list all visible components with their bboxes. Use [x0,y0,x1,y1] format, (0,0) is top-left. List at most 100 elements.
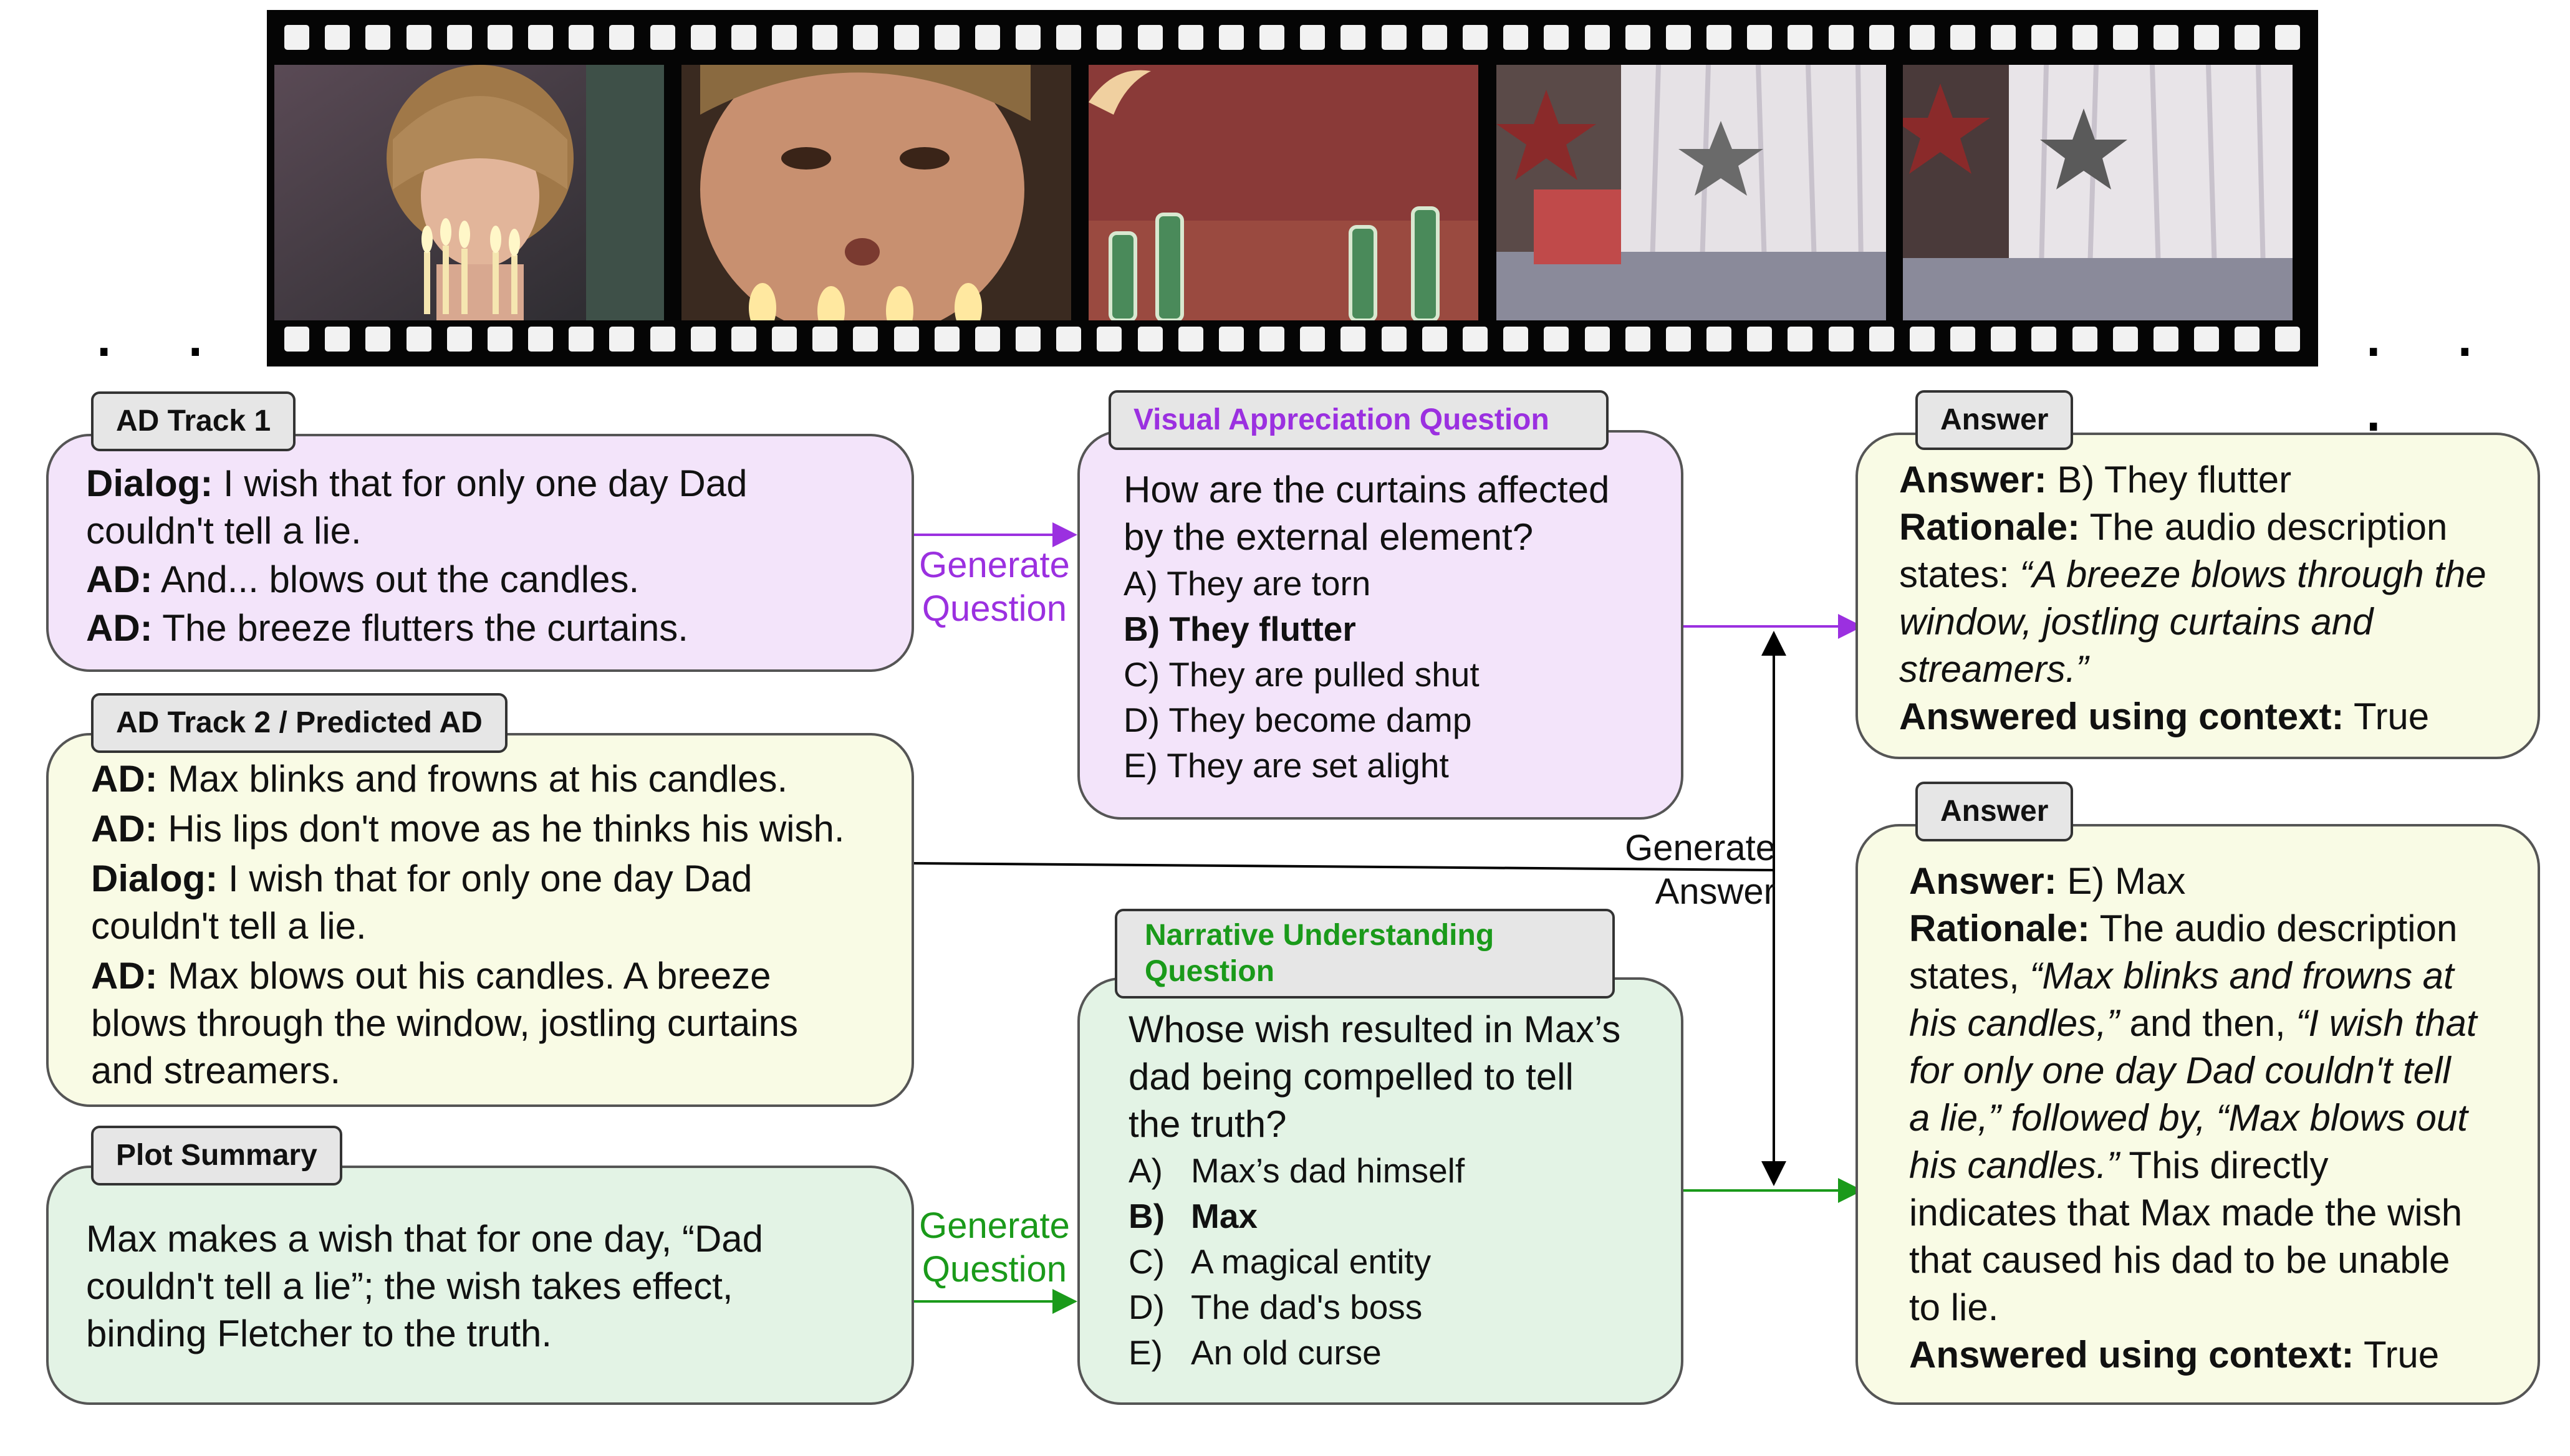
film-sprocket-hole [934,25,960,50]
plot-summary-box: Max makes a wish that for one day, “Dad … [46,1166,914,1405]
ad1-line-2: couldn't tell a lie. [86,510,362,552]
film-sprocket-hole [1218,25,1244,50]
film-sprocket-hole [609,25,635,50]
film-sprocket-hole [690,25,716,50]
film-sprocket-hole [1503,25,1529,50]
visual-question-line-1: How are the curtains affected [1124,469,1610,510]
narrative-question-label: Narrative Understanding Question [1115,909,1615,999]
answer-1-box: Answer: B) They flutter Rationale: The a… [1855,433,2540,759]
film-sprocket-hole [406,327,431,352]
film-sprocket-hole [893,327,919,352]
film-sprocket-hole [1016,25,1041,50]
film-sprocket-hole [650,327,675,352]
film-sprocket-row-top [284,25,2301,50]
film-sprocket-hole [1788,327,1813,352]
film-sprocket-hole [1056,327,1082,352]
ad1-line-1: Dialog: I wish that for only one day Dad [86,462,748,504]
film-frame-candles-blown-out [1089,65,1478,320]
film-sprocket-hole [772,327,797,352]
narrative-question-line-1: Whose wish resulted in Max’s [1129,1008,1621,1050]
film-sprocket-hole [1137,25,1163,50]
narrative-option-a: A)Max’s dad himself [1129,1151,1465,1190]
film-sprocket-hole [2072,327,2097,352]
film-sprocket-hole [2275,25,2301,50]
ad2-line-7: and streamers. [91,1050,341,1091]
film-sprocket-hole [569,25,594,50]
film-sprocket-hole [1625,25,1650,50]
narrative-option-e: E)An old curse [1129,1333,1382,1372]
ad2-line-5: AD: Max blows out his candles. A breeze [91,955,771,997]
film-sprocket-hole [284,327,309,352]
film-sprocket-hole [853,25,878,50]
film-sprocket-hole [1665,25,1691,50]
ellipsis-left: . . . [94,289,322,372]
film-sprocket-hole [1584,25,1610,50]
film-sprocket-hole [1788,25,1813,50]
film-sprocket-hole [1259,327,1285,352]
ellipsis-right: . . . [2363,289,2501,447]
film-sprocket-hole [812,25,838,50]
film-sprocket-hole [1381,25,1407,50]
film-sprocket-hole [487,25,513,50]
film-sprocket-hole [1462,25,1488,50]
film-sprocket-hole [1747,25,1773,50]
film-sprocket-hole [1340,327,1366,352]
film-sprocket-hole [772,25,797,50]
film-frame-curtains-and-stars [1496,65,1886,320]
film-sprocket-hole [975,327,1000,352]
narrative-option-d: D)The dad's boss [1129,1288,1423,1326]
ad1-line-3: AD: And... blows out the candles. [86,558,640,600]
film-sprocket-hole [690,327,716,352]
film-sprocket-hole [365,327,391,352]
film-sprocket-hole [1300,327,1326,352]
film-sprocket-hole [1137,327,1163,352]
film-sprocket-hole [325,327,350,352]
film-sprocket-hole [853,327,878,352]
answer-2-label: Answer [1915,782,2074,841]
answer-1-label: Answer [1915,390,2074,450]
narrative-option-c: C)A magical entity [1129,1242,1432,1281]
film-sprocket-hole [2194,25,2220,50]
answer-1-answer: Answer: B) They flutter [1899,459,2292,501]
answer-2-rationale-7: indicates that Max made the wish [1909,1192,2463,1233]
film-frame-boy-with-candles [274,65,664,320]
plot-line-1: Max makes a wish that for one day, “Dad [86,1218,764,1260]
film-sprocket-hole [934,327,960,352]
ad-track-1-box: Dialog: I wish that for only one day Dad… [46,434,914,672]
ad1-line-4: AD: The breeze flutters the curtains. [86,607,688,649]
ad-track-2-box: AD: Max blinks and frowns at his candles… [46,733,914,1107]
visual-option-b: B) They flutter [1124,610,1356,648]
film-sprocket-hole [1178,327,1203,352]
narrative-option-b: B)Max [1129,1197,1258,1235]
ad2-line-2: AD: His lips don't move as he thinks his… [91,808,845,850]
film-sprocket-hole [731,327,756,352]
answer-2-rationale-4: for only one day Dad couldn't tell [1909,1050,2451,1091]
film-sprocket-hole [1991,327,2016,352]
film-sprocket-hole [1422,25,1447,50]
ad2-line-3: Dialog: I wish that for only one day Dad [91,858,753,899]
visual-question-box: How are the curtains affected by the ext… [1077,430,1683,820]
answer-2-context: Answered using context: True [1909,1334,2440,1376]
visual-option-d: D) They become damp [1124,701,1472,739]
film-sprocket-hole [1828,327,1854,352]
answer-1-context: Answered using context: True [1899,696,2430,737]
film-sprocket-hole [609,327,635,352]
film-sprocket-hole [1381,327,1407,352]
film-strip [267,10,2318,366]
film-sprocket-hole [893,25,919,50]
film-sprocket-hole [1300,25,1326,50]
film-sprocket-hole [1869,25,1894,50]
narrative-question-line-2: dad being compelled to tell [1129,1056,1574,1098]
film-sprocket-hole [731,25,756,50]
visual-question-label: Visual Appreciation Question [1109,390,1609,450]
film-sprocket-hole [1097,25,1122,50]
film-sprocket-hole [2235,327,2260,352]
film-sprocket-row-bottom [284,327,2301,352]
film-sprocket-hole [365,25,391,50]
answer-2-rationale-8: that caused his dad to be unable [1909,1239,2450,1281]
answer-2-box: Answer: E) Max Rationale: The audio desc… [1855,824,2540,1405]
film-sprocket-hole [650,25,675,50]
film-sprocket-hole [2112,25,2138,50]
answer-1-rationale-2: states: “A breeze blows through the [1899,553,2486,595]
